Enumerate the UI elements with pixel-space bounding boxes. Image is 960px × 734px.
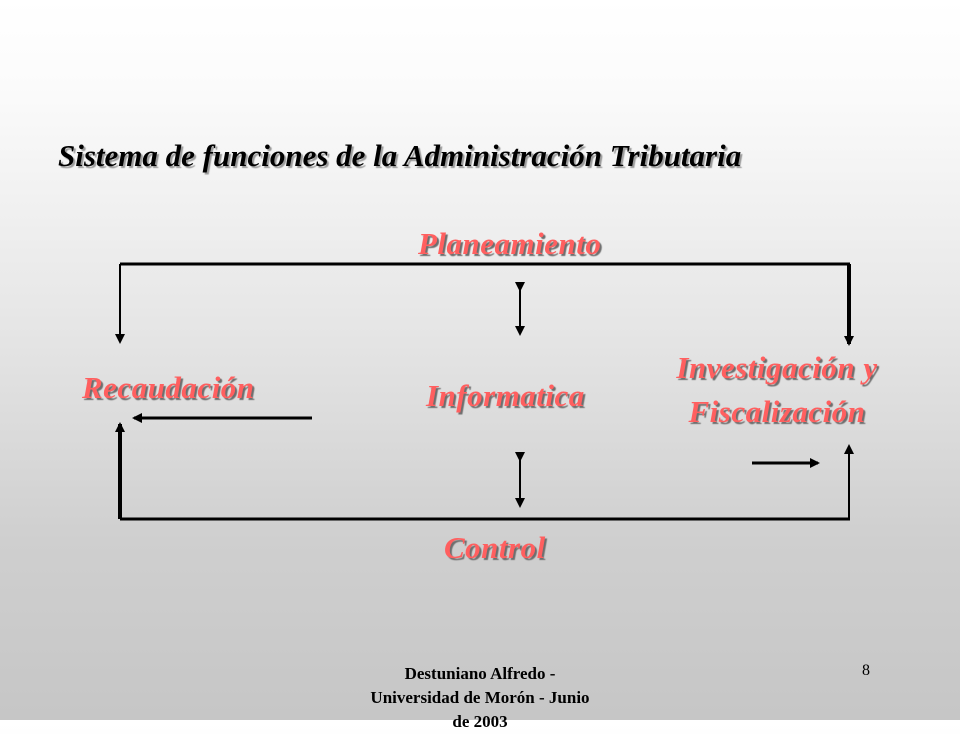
top-loop-connector	[115, 262, 854, 346]
node-recaudacion: Recaudación	[82, 370, 255, 405]
node-investigacion-line2: Fiscalización	[688, 394, 866, 429]
node-control: Control	[444, 530, 546, 565]
footer-line-1: Destuniano Alfredo -	[404, 664, 556, 683]
footer-line-3: de 2003	[452, 712, 508, 731]
slide-footer: Destuniano Alfredo - Universidad de Moró…	[330, 662, 630, 731]
node-planeamiento: Planeamiento	[418, 226, 602, 261]
node-investigacion-line1: Investigación y	[676, 350, 878, 385]
slide-title: Sistema de funciones de la Administració…	[58, 138, 742, 173]
bottom-loop-connector	[115, 422, 854, 521]
footer-line-2: Universidad de Morón - Junio	[370, 688, 590, 707]
node-investigacion-fiscalizacion: Investigación y Fiscalización	[662, 346, 892, 434]
node-informatica: Informatica	[426, 378, 585, 413]
slide-number: 8	[862, 662, 870, 679]
